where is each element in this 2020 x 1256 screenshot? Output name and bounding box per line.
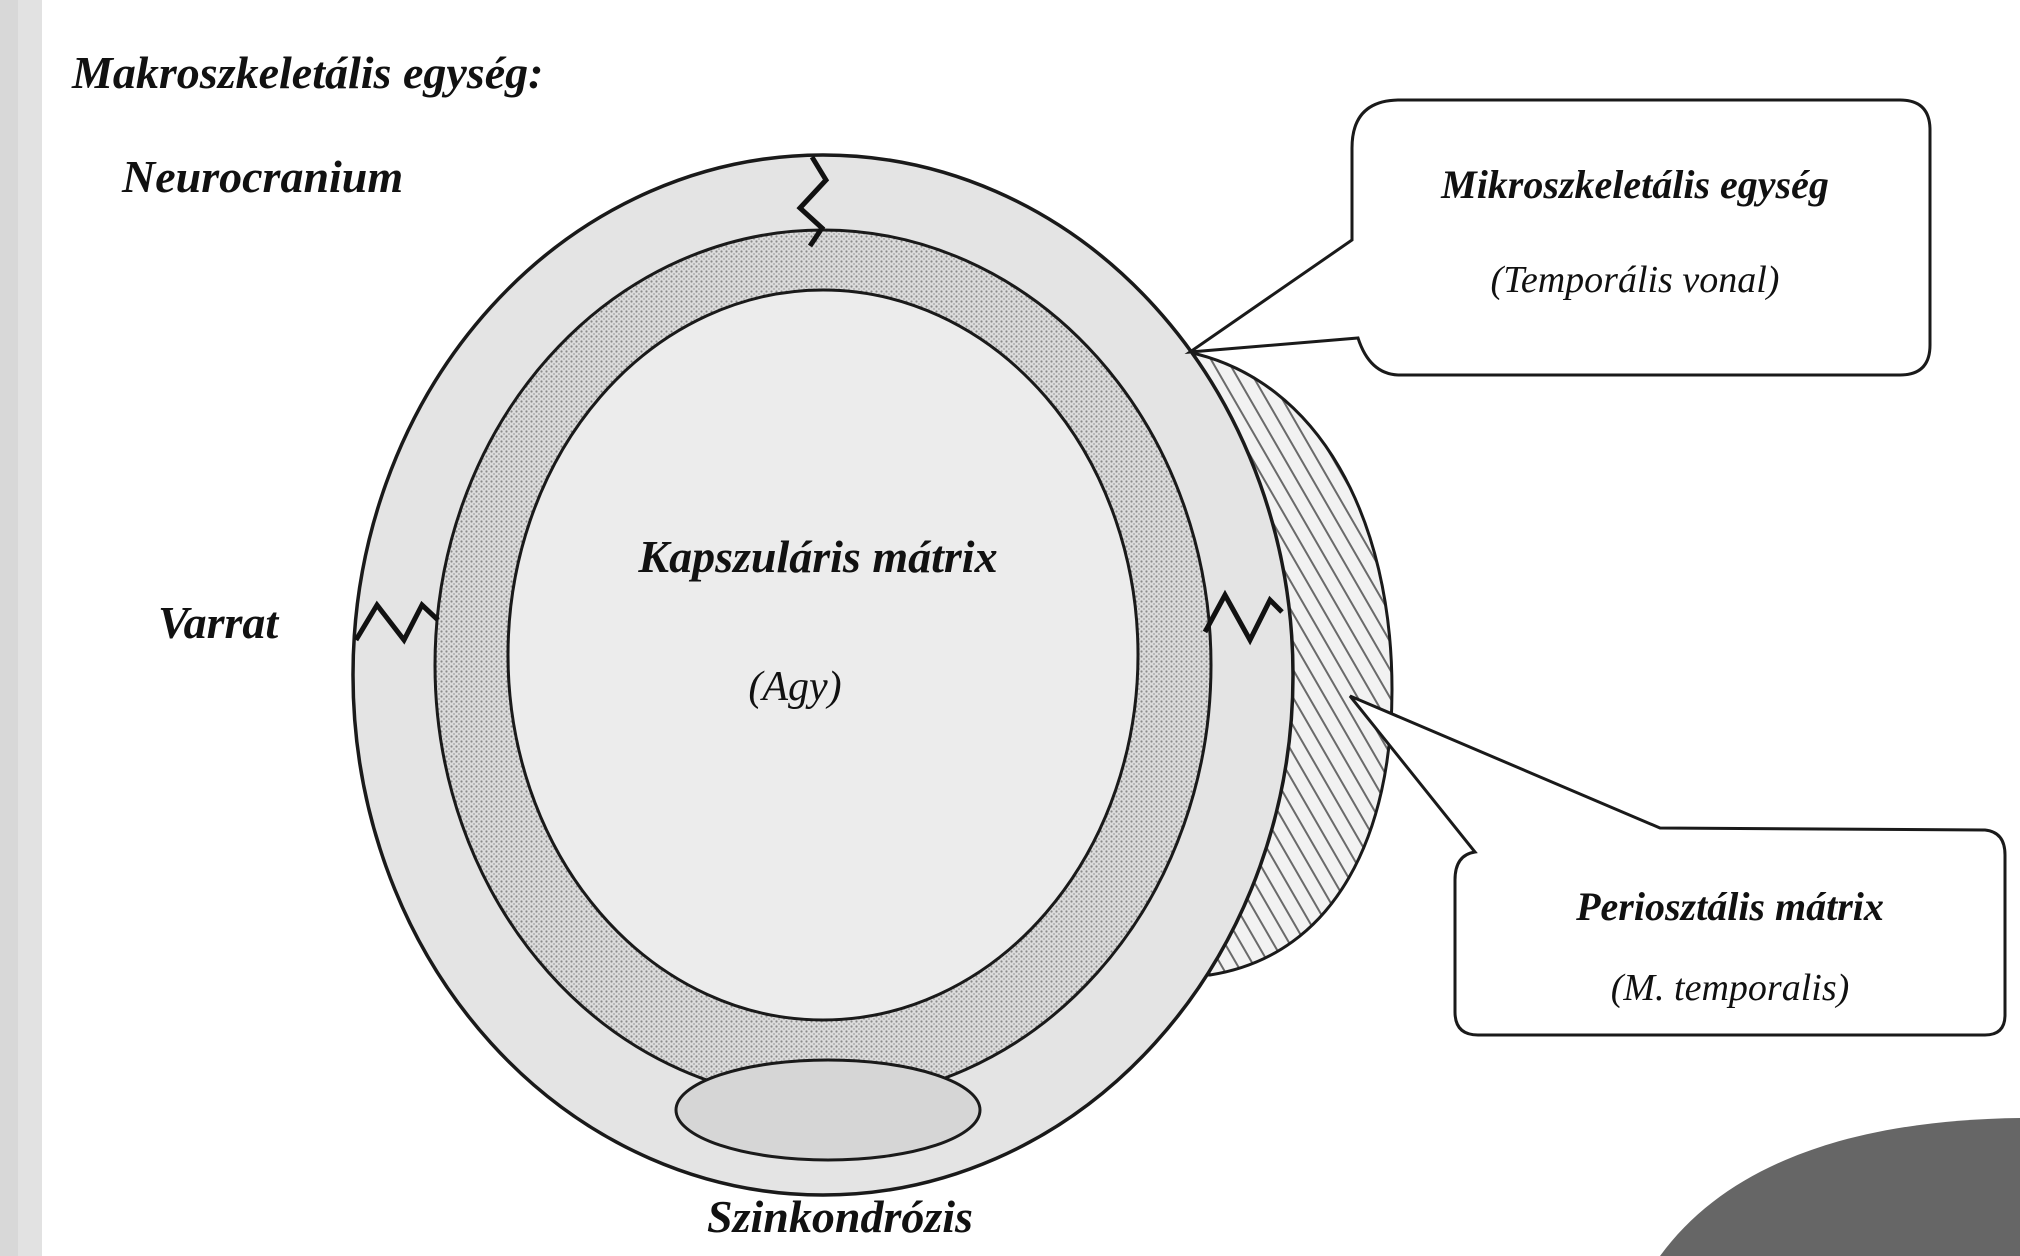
left-edge-strip-shade [0,0,18,1256]
suture-zigzag-right [1202,589,1284,646]
callout-periosztealis-box [1348,694,2007,1037]
label-szinkondrozis: Szinkondrózis [707,1191,973,1242]
label-agy: (Agy) [748,664,841,710]
callout-periosztealis-subtitle: (M. temporalis) [1611,967,1850,1009]
callout-mikroszkeletalis-box [1184,98,1932,377]
callout-mikroszkeletalis-subtitle: (Temporális vonal) [1491,259,1780,301]
label-neurocranium: Neurocranium [121,151,403,202]
callout-periosztealis-title: Periosztális mátrix [1575,884,1884,929]
label-varrat: Varrat [158,597,279,648]
label-kapszularis-matrix: Kapszuláris mátrix [637,531,997,582]
corner-decoration [1660,1118,2020,1256]
capsular-matrix-core [506,288,1140,1022]
suture-zigzag-left [353,600,440,645]
synchondrosis-ellipse [674,1058,982,1162]
suture-zigzag-top [796,155,830,248]
diagram-title: Makroszkeletális egység: [71,47,543,98]
callout-mikroszkeletalis-title: Mikroszkeletális egység [1440,162,1829,207]
